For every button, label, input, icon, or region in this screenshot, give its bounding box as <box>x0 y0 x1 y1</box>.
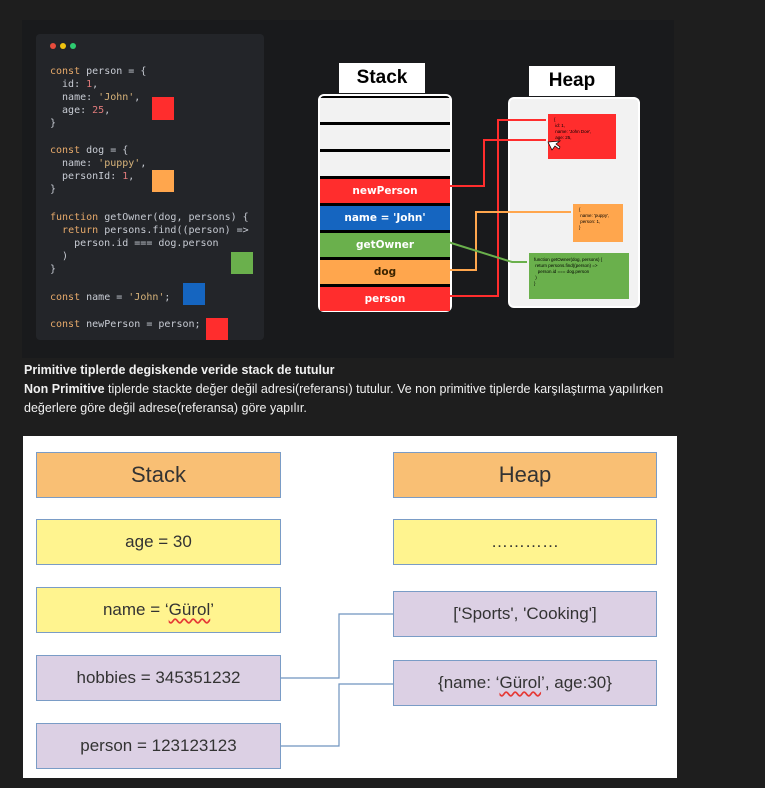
getowner-arrow <box>447 241 527 263</box>
heap-header: Heap <box>393 452 657 498</box>
person-arrow <box>448 119 546 297</box>
stack-row-newperson: newPerson <box>320 179 450 203</box>
heap-person-object: { id: 1, name: 'John Doe', age: 25, } <box>548 114 616 159</box>
stack-person: person = 123123123 <box>36 723 281 769</box>
stack-row-getowner: getOwner <box>320 233 450 257</box>
heap-title-1: Heap <box>529 66 615 96</box>
stack-age: age = 30 <box>36 519 281 565</box>
stack-hobbies: hobbies = 345351232 <box>36 655 281 701</box>
maximize-dot-icon <box>70 43 76 49</box>
caption-line-1: Primitive tiplerde degiskende veride sta… <box>24 363 335 377</box>
code-name-line: const name = 'John'; <box>50 292 171 303</box>
dog-arrow <box>448 211 571 271</box>
stack-row-empty <box>320 98 450 122</box>
newperson-marker <box>206 318 228 340</box>
heap-hobbies-array: ['Sports', 'Cooking'] <box>393 591 657 637</box>
code-getowner-block: function getOwner(dog, persons) { return… <box>50 212 249 275</box>
minimize-dot-icon <box>60 43 66 49</box>
mouse-cursor-icon <box>547 140 562 151</box>
stack-title-1: Stack <box>339 63 425 93</box>
stack-row-empty <box>320 152 450 176</box>
stack-row-name: name = 'John' <box>320 206 450 230</box>
code-person-block: const person = { id: 1, name: 'John', ag… <box>50 66 147 129</box>
stack-row-empty <box>320 125 450 149</box>
dog-marker <box>152 170 174 192</box>
person-marker <box>152 97 174 120</box>
code-dog-block: const dog = { name: 'puppy', personId: 1… <box>50 145 147 195</box>
heap-person-object-2: {name: ‘Gürol’, age:30} <box>393 660 657 706</box>
getowner-marker <box>231 252 253 274</box>
stack-row-person: person <box>320 287 450 311</box>
heap-function-object: function getOwner(dog, persons) { return… <box>529 253 629 299</box>
code-newperson-line: const newPerson = person; <box>50 319 201 330</box>
heap-dog-object: { name: 'puppy', person: 1, } <box>573 204 623 242</box>
stack-row-dog: dog <box>320 260 450 284</box>
connector-lines <box>281 613 393 747</box>
stack-name: name = ‘Gürol’ <box>36 587 281 633</box>
stack-heap-diagram: Stack Heap age = 30 ………… name = ‘Gürol’ … <box>23 436 677 778</box>
code-card <box>36 34 264 340</box>
newperson-arrow <box>448 139 546 187</box>
name-marker <box>183 283 205 305</box>
caption-line-3: değerlere göre değil adrese(referansa) g… <box>24 401 307 415</box>
stack-header: Stack <box>36 452 281 498</box>
heap-empty: ………… <box>393 519 657 565</box>
close-dot-icon <box>50 43 56 49</box>
caption-line-2: Non Primitive tiplerde stackte değer değ… <box>24 382 664 396</box>
